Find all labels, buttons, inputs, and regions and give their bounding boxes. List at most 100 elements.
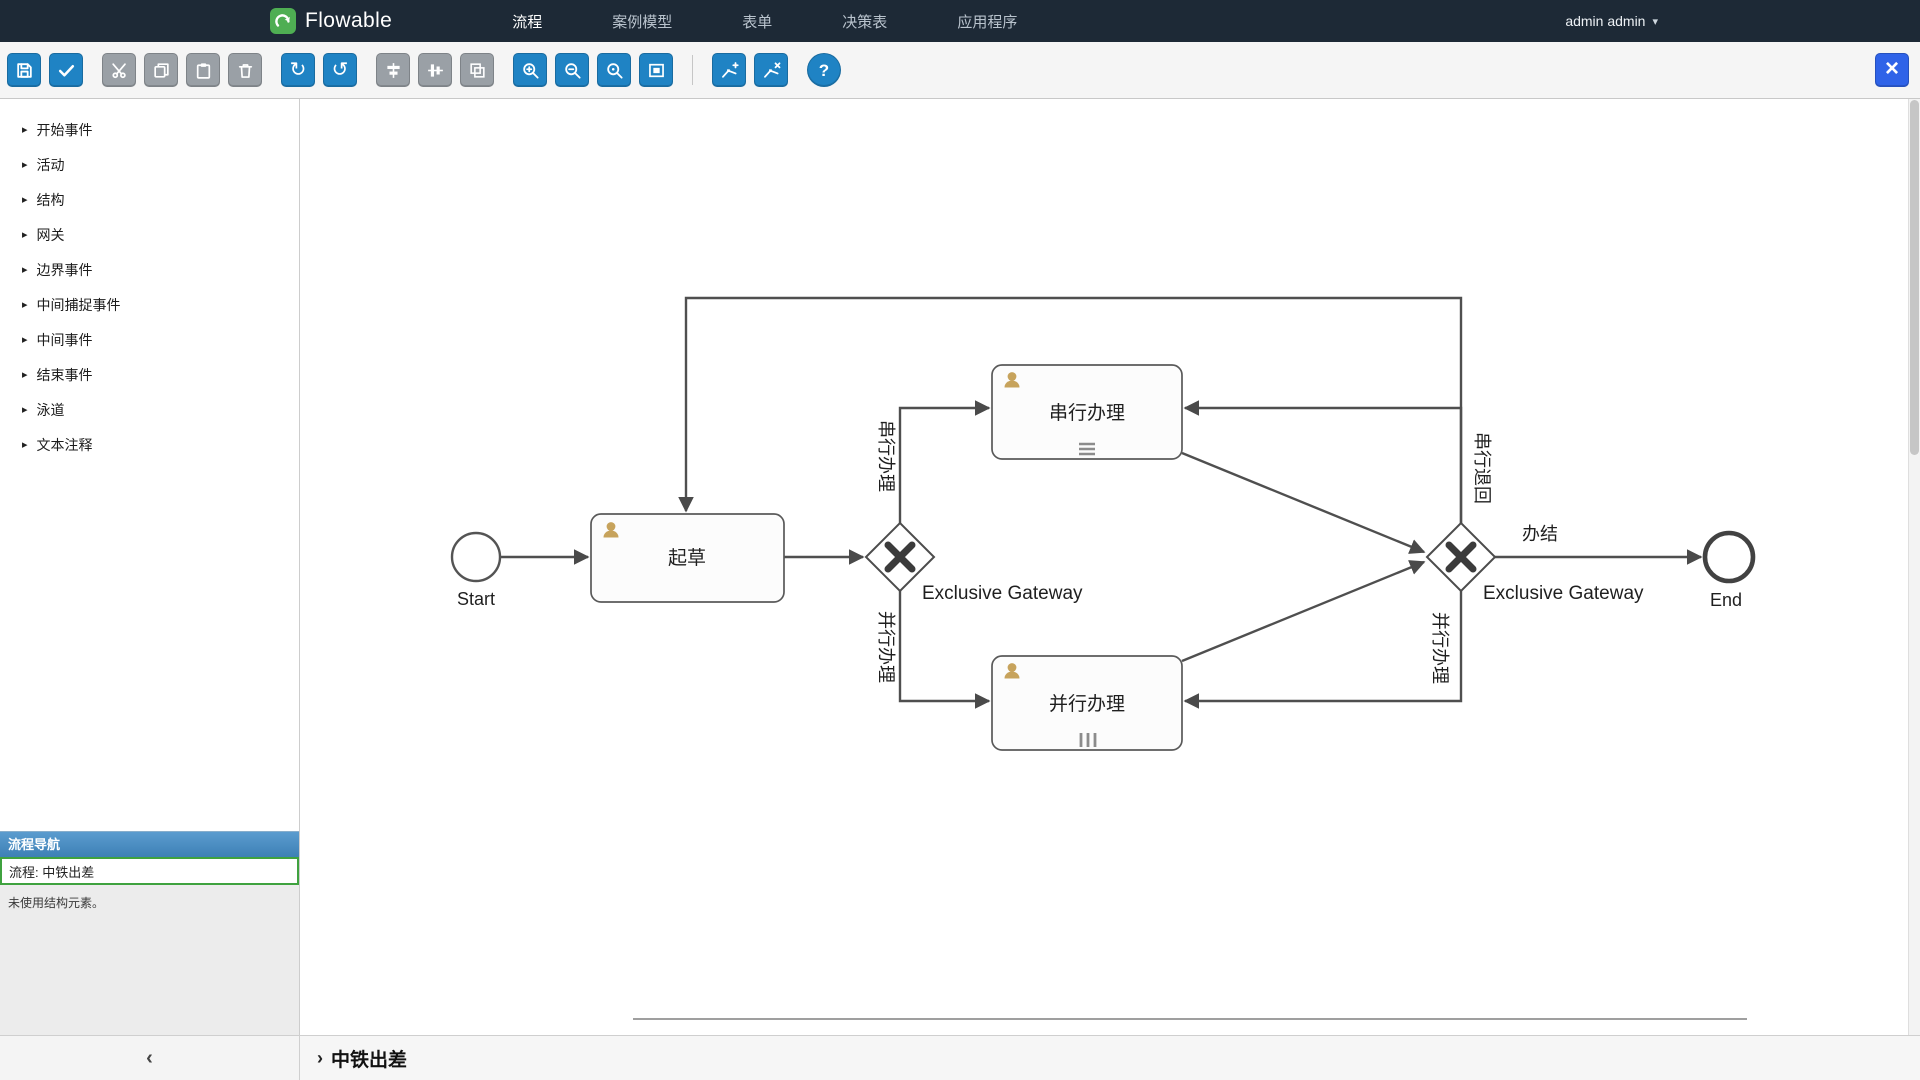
flow-gateway1-to-parallel-task[interactable] [898,591,991,709]
properties-panel-header[interactable]: › 中铁出差 [300,1035,1920,1080]
redo-button[interactable]: ↻ [281,53,315,87]
palette-section-structural[interactable]: ▸ 结构 [0,182,299,217]
paste-button[interactable] [186,53,220,87]
edge-label-serial: 串行办理 [876,420,896,492]
cut-button[interactable] [102,53,136,87]
bottom-bar: ‹ › 中铁出差 [0,1035,1920,1080]
save-button[interactable] [7,53,41,87]
flowable-logo-icon [270,8,296,34]
user-name: admin admin [1565,13,1646,29]
editor-toolbar: ↻ ↺ [0,42,1920,99]
zoom-in-icon [522,62,539,79]
flow-gateway2-return-parallel[interactable] [1183,591,1463,709]
expand-right-icon: › [317,1047,323,1068]
task-parallel[interactable]: 并行办理 [991,655,1183,751]
caret-down-icon: ▾ [1652,15,1658,28]
gateway-x-icon [1445,541,1477,573]
vertical-scrollbar[interactable] [1908,99,1920,1035]
nav-item-apps[interactable]: 应用程序 [957,13,1018,31]
trash-icon [238,63,252,78]
validate-button[interactable] [49,53,83,87]
palette-section-list: ▸ 开始事件 ▸ 活动 ▸ 结构 ▸ 网关 ▸ 边界事件 ▸ 中间捕捉事件 ▸ … [0,99,299,462]
palette-section-intermediate-catching-events[interactable]: ▸ 中间捕捉事件 [0,287,299,322]
palette-section-boundary-events[interactable]: ▸ 边界事件 [0,252,299,287]
toolbar-divider [692,55,693,85]
bendpoint-add-button[interactable] [712,53,746,87]
palette-section-gateways[interactable]: ▸ 网关 [0,217,299,252]
align-horizontal-icon [386,62,400,78]
palette-section-swimlanes[interactable]: ▸ 泳道 [0,392,299,427]
zoom-in-button[interactable] [513,53,547,87]
task-serial-label: 串行办理 [1049,402,1125,424]
align-vertical-icon [427,63,443,77]
nav-item-case-models[interactable]: 案例模型 [612,13,673,31]
flow-parallel-task-to-gateway2[interactable] [1181,560,1426,663]
task-serial[interactable]: 串行办理 [991,364,1183,460]
palette-section-text-annotation[interactable]: ▸ 文本注释 [0,427,299,462]
align-horizontal-button[interactable] [376,53,410,87]
flow-serial-task-to-gateway2[interactable] [1181,451,1426,554]
zoom-actual-icon [606,62,623,79]
palette-section-start-events[interactable]: ▸ 开始事件 [0,112,299,147]
check-icon [58,64,74,77]
nav-item-processes[interactable]: 流程 [512,13,543,31]
same-size-button[interactable] [460,53,494,87]
top-navbar: Flowable 流程 案例模型 表单 决策表 应用程序 admin admin… [0,0,1920,42]
task-draft[interactable]: 起草 [590,513,785,603]
zoom-out-button[interactable] [555,53,589,87]
start-event[interactable]: Start [450,531,502,609]
gateway-x-icon [884,541,916,573]
chevron-right-icon: ▸ [22,369,28,381]
chevron-right-icon: ▸ [22,404,28,416]
task-parallel-label: 并行办理 [1049,693,1125,715]
edge-label-serial-return: 串行退回 [1472,432,1492,504]
navigator-current-process[interactable]: 流程: 中铁出差 [0,857,299,885]
main-nav: 流程 案例模型 表单 决策表 应用程序 [512,11,1017,32]
copy-button[interactable] [144,53,178,87]
bendpoint-remove-button[interactable] [754,53,788,87]
zoom-fit-button[interactable] [639,53,673,87]
nav-item-decision-tables[interactable]: 决策表 [842,13,888,31]
help-button[interactable]: ? [807,53,841,87]
edge-label-parallel: 并行办理 [876,611,896,683]
flowable-brand[interactable]: Flowable [270,8,392,34]
process-title: 中铁出差 [331,1049,408,1071]
process-navigator: 流程导航 流程: 中铁出差 未使用结构元素。 [0,831,299,1035]
horizontal-scrollbar[interactable] [633,1018,1747,1020]
user-menu[interactable]: admin admin ▾ [1565,0,1658,42]
scrollbar-thumb[interactable] [1910,100,1919,455]
exclusive-gateway-1[interactable]: Exclusive Gateway [864,521,1083,604]
same-size-icon [469,62,485,78]
palette-collapse-button[interactable]: ‹ [0,1035,300,1080]
diagram-canvas[interactable]: 串行办理 并行办理 串行退回 并行办理 办结 Start 起草 Exclusiv… [300,99,1920,1035]
task-draft-label: 起草 [668,547,706,569]
brand-name: Flowable [305,9,393,32]
exclusive-gateway-2[interactable]: Exclusive Gateway [1425,521,1644,604]
add-bendpoint-icon [721,61,739,78]
gateway1-label: Exclusive Gateway [922,583,1083,604]
delete-button[interactable] [228,53,262,87]
flow-gateway2-return-draft[interactable] [678,296,1463,523]
close-editor-button[interactable]: × [1875,53,1909,87]
palette-section-label: 边界事件 [36,261,93,278]
flow-gateway2-return-serial[interactable] [1183,400,1463,523]
start-event-label: Start [457,589,495,609]
undo-icon: ↺ [331,59,349,81]
parallel-multi-instance-icon [1079,733,1097,747]
end-event[interactable]: End [1702,530,1756,610]
flow-gateway1-to-serial-task[interactable] [898,400,991,523]
navigator-empty-hint: 未使用结构元素。 [0,885,299,1035]
palette-section-intermediate-events[interactable]: ▸ 中间事件 [0,322,299,357]
palette-section-end-events[interactable]: ▸ 结束事件 [0,357,299,392]
zoom-actual-button[interactable] [597,53,631,87]
chevron-right-icon: ▸ [22,334,28,346]
nav-item-forms[interactable]: 表单 [742,13,773,31]
chevron-right-icon: ▸ [22,299,28,311]
palette-section-label: 活动 [36,156,65,173]
palette-section-activities[interactable]: ▸ 活动 [0,147,299,182]
shape-palette: ▸ 开始事件 ▸ 活动 ▸ 结构 ▸ 网关 ▸ 边界事件 ▸ 中间捕捉事件 ▸ … [0,99,300,1035]
undo-button[interactable]: ↺ [323,53,357,87]
align-vertical-button[interactable] [418,53,452,87]
redo-icon: ↻ [289,59,307,81]
collapse-left-icon: ‹ [146,1046,153,1069]
